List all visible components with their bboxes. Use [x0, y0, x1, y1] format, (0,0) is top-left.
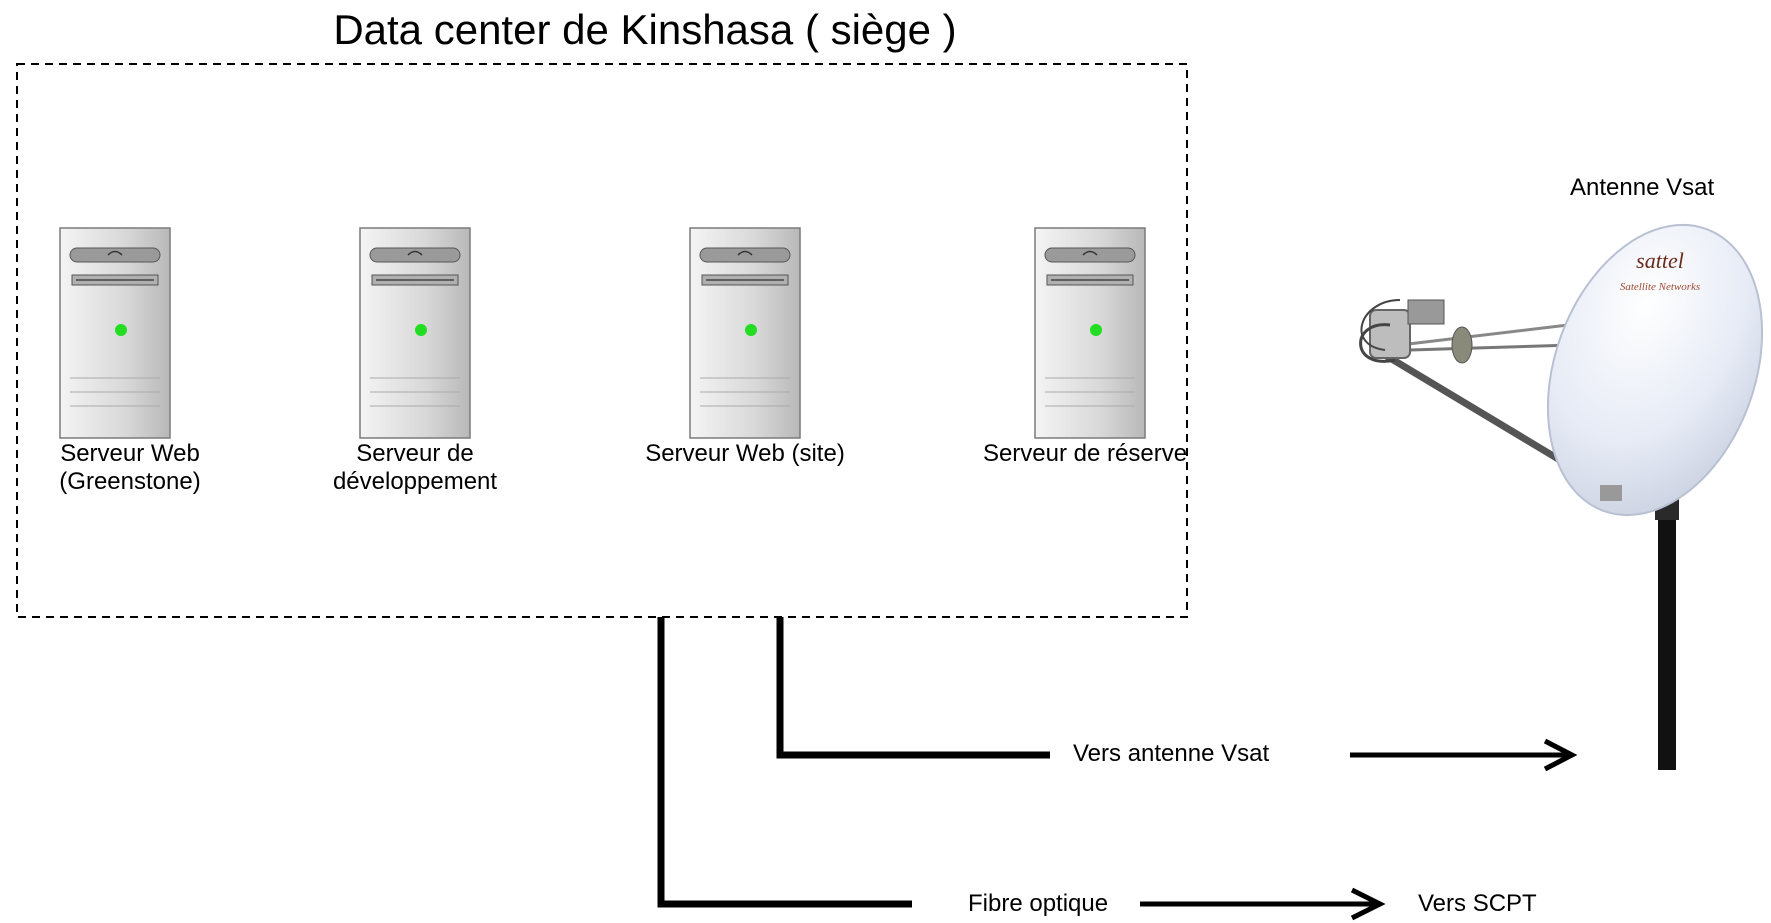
server-label-site: Serveur Web (site) — [615, 440, 875, 468]
page-title: Data center de Kinshasa ( siège ) — [333, 6, 957, 53]
fiber-link-line — [657, 617, 912, 908]
server-status-led — [745, 324, 757, 336]
server-label-dev: Serveur de développement — [300, 440, 530, 496]
scpt-destination-label: Vers SCPT — [1418, 890, 1537, 917]
server-icon — [359, 227, 471, 439]
vsat-antenna-icon — [1359, 223, 1764, 770]
vsat-link-line — [776, 617, 1050, 759]
antenna-brand-subtitle: Satellite Networks — [1620, 281, 1700, 293]
server-icon — [59, 227, 171, 439]
server-label-line2: développement — [332, 468, 498, 495]
arrow-right-icon — [1350, 738, 1578, 772]
server-label-line1: Serveur Web (site) — [645, 440, 845, 467]
server-label-line1: Serveur Web — [60, 440, 200, 467]
server-label-reserve: Serveur de réserve — [955, 440, 1215, 468]
fiber-link-label: Fibre optique — [968, 890, 1109, 917]
arrow-right-icon — [1140, 887, 1386, 921]
server-status-led — [115, 324, 127, 336]
server-icon — [689, 227, 801, 439]
server-icon — [1034, 227, 1146, 439]
antenna-label: Antenne Vsat — [1570, 174, 1715, 201]
server-status-led — [415, 324, 427, 336]
datacenter-boundary — [16, 63, 1188, 618]
server-status-led — [1090, 324, 1102, 336]
vsat-link-label: Vers antenne Vsat — [1073, 740, 1270, 767]
antenna-brand-logo: sattel — [1636, 248, 1684, 273]
server-label-line1: Serveur de réserve — [982, 440, 1188, 467]
server-label-line2: (Greenstone) — [59, 468, 201, 495]
server-label-line1: Serveur de — [356, 440, 474, 467]
server-label-greenstone: Serveur Web (Greenstone) — [20, 440, 240, 496]
